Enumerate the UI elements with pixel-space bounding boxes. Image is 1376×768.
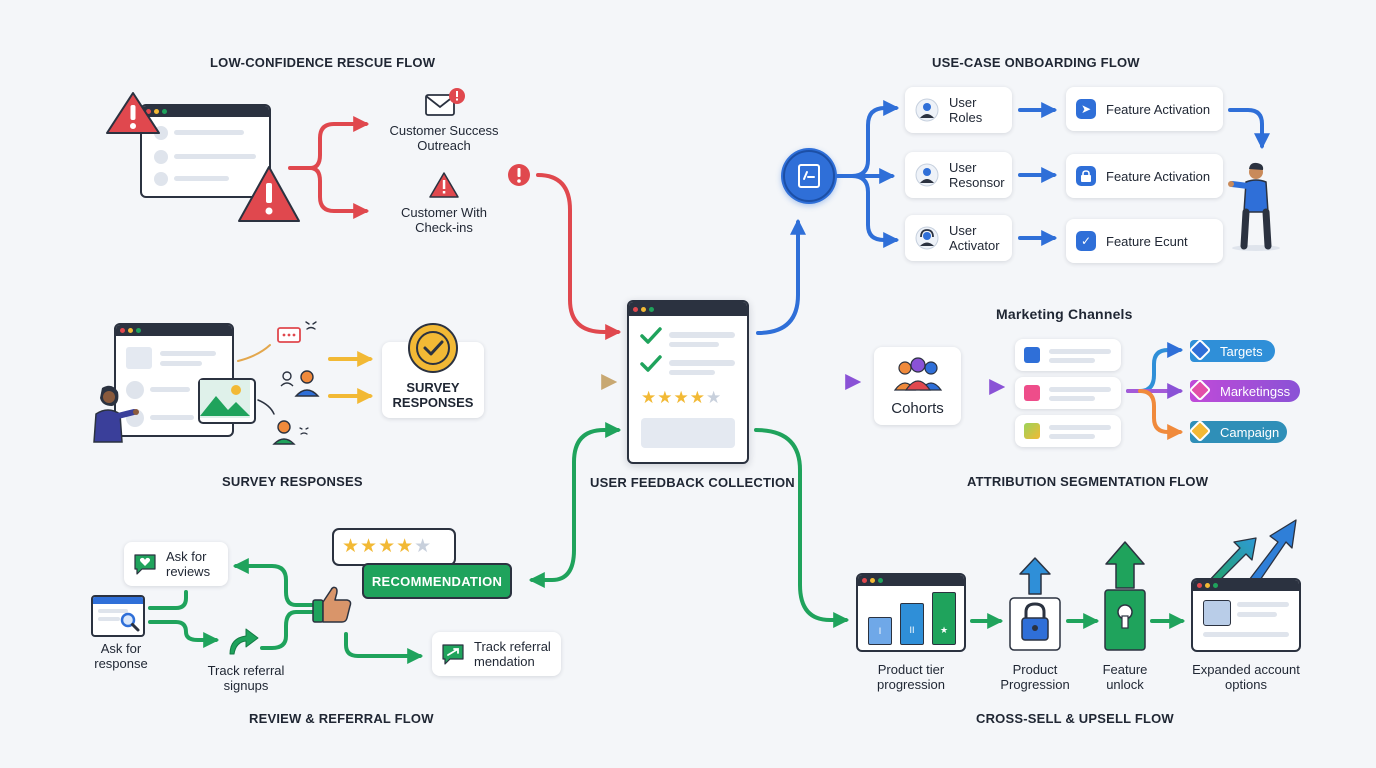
image-icon bbox=[198, 378, 256, 424]
warning-icon bbox=[106, 92, 160, 134]
feature-count-card[interactable]: ✓ Feature Ecunt bbox=[1066, 219, 1223, 263]
heart-chat-icon bbox=[134, 554, 156, 575]
track-referral-mendation-label: Track referral mendation bbox=[474, 639, 551, 669]
expanded-account-options-label: Expanded account options bbox=[1192, 662, 1300, 692]
woman-person-icon bbox=[93, 385, 139, 443]
tag-icon bbox=[1188, 338, 1212, 362]
user-feedback-collection-window: ★★★★★ bbox=[627, 300, 749, 464]
role-name: User Activator bbox=[949, 223, 1000, 253]
ask-for-reviews-label: Ask for reviews bbox=[166, 549, 211, 579]
product-tier-window: I II ★ bbox=[856, 573, 966, 652]
curved-arrow-icon bbox=[229, 628, 259, 655]
customer-success-outreach-label: Customer Success Outreach bbox=[389, 123, 499, 153]
lock-progression-icon bbox=[1009, 557, 1061, 651]
rescue-app-window bbox=[140, 104, 271, 198]
recommendation-label: RECOMMENDATION bbox=[371, 573, 503, 589]
marketing-tag-label: Marketingss bbox=[1220, 383, 1291, 399]
segment-card-blue[interactable] bbox=[1015, 339, 1121, 371]
tier-bar-1: I bbox=[868, 617, 892, 645]
rocket-icon: ➤ bbox=[1076, 99, 1096, 119]
search-window-icon bbox=[91, 595, 145, 637]
segment-green-icon bbox=[1024, 423, 1040, 439]
feature-label: Feature Ecunt bbox=[1106, 233, 1188, 249]
feature-label: Feature Activation bbox=[1106, 101, 1211, 117]
segment-pink-icon bbox=[1024, 385, 1040, 401]
segment-card-green[interactable] bbox=[1015, 415, 1121, 447]
customer-checkins-label: Customer With Check-ins bbox=[401, 205, 487, 235]
feature-unlock-icon bbox=[1104, 541, 1146, 651]
onboarding-hub-icon bbox=[781, 148, 837, 204]
segment-blue-icon bbox=[1024, 347, 1040, 363]
campaign-tag[interactable]: Campaign bbox=[1188, 419, 1287, 443]
lock-icon bbox=[1076, 166, 1096, 186]
track-referral-mendation-card[interactable]: Track referral mendation bbox=[432, 632, 561, 676]
feature-activation-card-2[interactable]: Feature Activation bbox=[1066, 154, 1223, 198]
product-tier-progression-label: Product tier progression bbox=[877, 662, 945, 692]
tag-icon bbox=[1188, 378, 1212, 402]
user-feedback-collection-title: USER FEEDBACK COLLECTION bbox=[590, 475, 795, 490]
thumbs-up-icon bbox=[312, 586, 352, 623]
role-name: User Resonsor bbox=[949, 160, 1005, 190]
group-users-icon bbox=[893, 357, 943, 391]
onboarding-flow-title: USE-CASE ONBOARDING FLOW bbox=[932, 55, 1140, 70]
tag-icon bbox=[1188, 419, 1212, 443]
track-referral-signups-label: Track referral signups bbox=[207, 663, 285, 693]
targets-tag[interactable]: Targets bbox=[1188, 338, 1275, 362]
campaign-tag-label: Campaign bbox=[1220, 424, 1280, 440]
rating-stars-icon: ★★★★★ bbox=[342, 536, 433, 557]
survey-responses-card[interactable]: SURVEY RESPONSES bbox=[382, 342, 484, 418]
feature-unlock-label: Feature unlock bbox=[1102, 662, 1148, 692]
referral-chat-icon bbox=[442, 644, 464, 665]
segment-card-pink[interactable] bbox=[1015, 377, 1121, 409]
rating-bubble: ★★★★★ bbox=[332, 528, 456, 566]
marketing-tag[interactable]: Marketingss bbox=[1188, 378, 1300, 402]
survey-responses-badge-label: SURVEY RESPONSES bbox=[392, 380, 474, 410]
warning-small-icon bbox=[429, 172, 459, 198]
targets-tag-label: Targets bbox=[1220, 343, 1263, 359]
onboarding-role-card-3[interactable]: User Activator bbox=[905, 215, 1012, 261]
email-alert-icon bbox=[425, 88, 465, 116]
feature-activation-card-1[interactable]: ➤ Feature Activation bbox=[1066, 87, 1223, 131]
check-icon bbox=[640, 327, 662, 344]
product-progression-label: Product Progression bbox=[1000, 662, 1070, 692]
respondent-green-user-icon bbox=[272, 420, 309, 445]
tier-bar-2: II bbox=[900, 603, 924, 645]
user-icon bbox=[915, 163, 939, 187]
review-referral-flow-title: REVIEW & REFERRAL FLOW bbox=[249, 711, 434, 726]
onboarding-role-card-1[interactable]: User Roles bbox=[905, 87, 1012, 133]
rating-stars-icon: ★★★★★ bbox=[641, 388, 723, 407]
submit-placeholder bbox=[641, 418, 735, 448]
attribution-flow-title: ATTRIBUTION SEGMENTATION FLOW bbox=[967, 474, 1209, 489]
expanded-account-window bbox=[1191, 578, 1301, 652]
marketing-channels-title: Marketing Channels bbox=[996, 306, 1133, 322]
feature-label: Feature Activation bbox=[1106, 168, 1211, 184]
tier-bar-3: ★ bbox=[932, 592, 956, 645]
crosssell-flow-title: CROSS-SELL & UPSELL FLOW bbox=[976, 711, 1174, 726]
ask-for-response-label: Ask for response bbox=[94, 641, 148, 671]
checkmark-badge-icon bbox=[408, 323, 458, 373]
user-icon bbox=[915, 98, 939, 122]
check-icon bbox=[640, 355, 662, 372]
rescue-flow-title: LOW-CONFIDENCE RESCUE FLOW bbox=[210, 55, 436, 70]
alert-badge-icon bbox=[508, 164, 530, 186]
cohorts-label: Cohorts bbox=[891, 400, 944, 417]
respondent-user-icon bbox=[280, 370, 320, 397]
survey-responses-title: SURVEY RESPONSES bbox=[222, 474, 363, 489]
warning-large-icon bbox=[238, 166, 300, 222]
growth-arrows-icon bbox=[1205, 519, 1297, 586]
chat-bubble-icon bbox=[277, 321, 317, 343]
headset-user-icon bbox=[915, 226, 939, 250]
recommendation-badge[interactable]: RECOMMENDATION bbox=[362, 563, 512, 599]
ask-for-reviews-card[interactable]: Ask for reviews bbox=[124, 542, 228, 586]
role-name: User Roles bbox=[949, 95, 983, 125]
check-icon: ✓ bbox=[1076, 231, 1096, 251]
onboarding-role-card-2[interactable]: User Resonsor bbox=[905, 152, 1012, 198]
presenter-person-icon bbox=[1228, 162, 1280, 251]
